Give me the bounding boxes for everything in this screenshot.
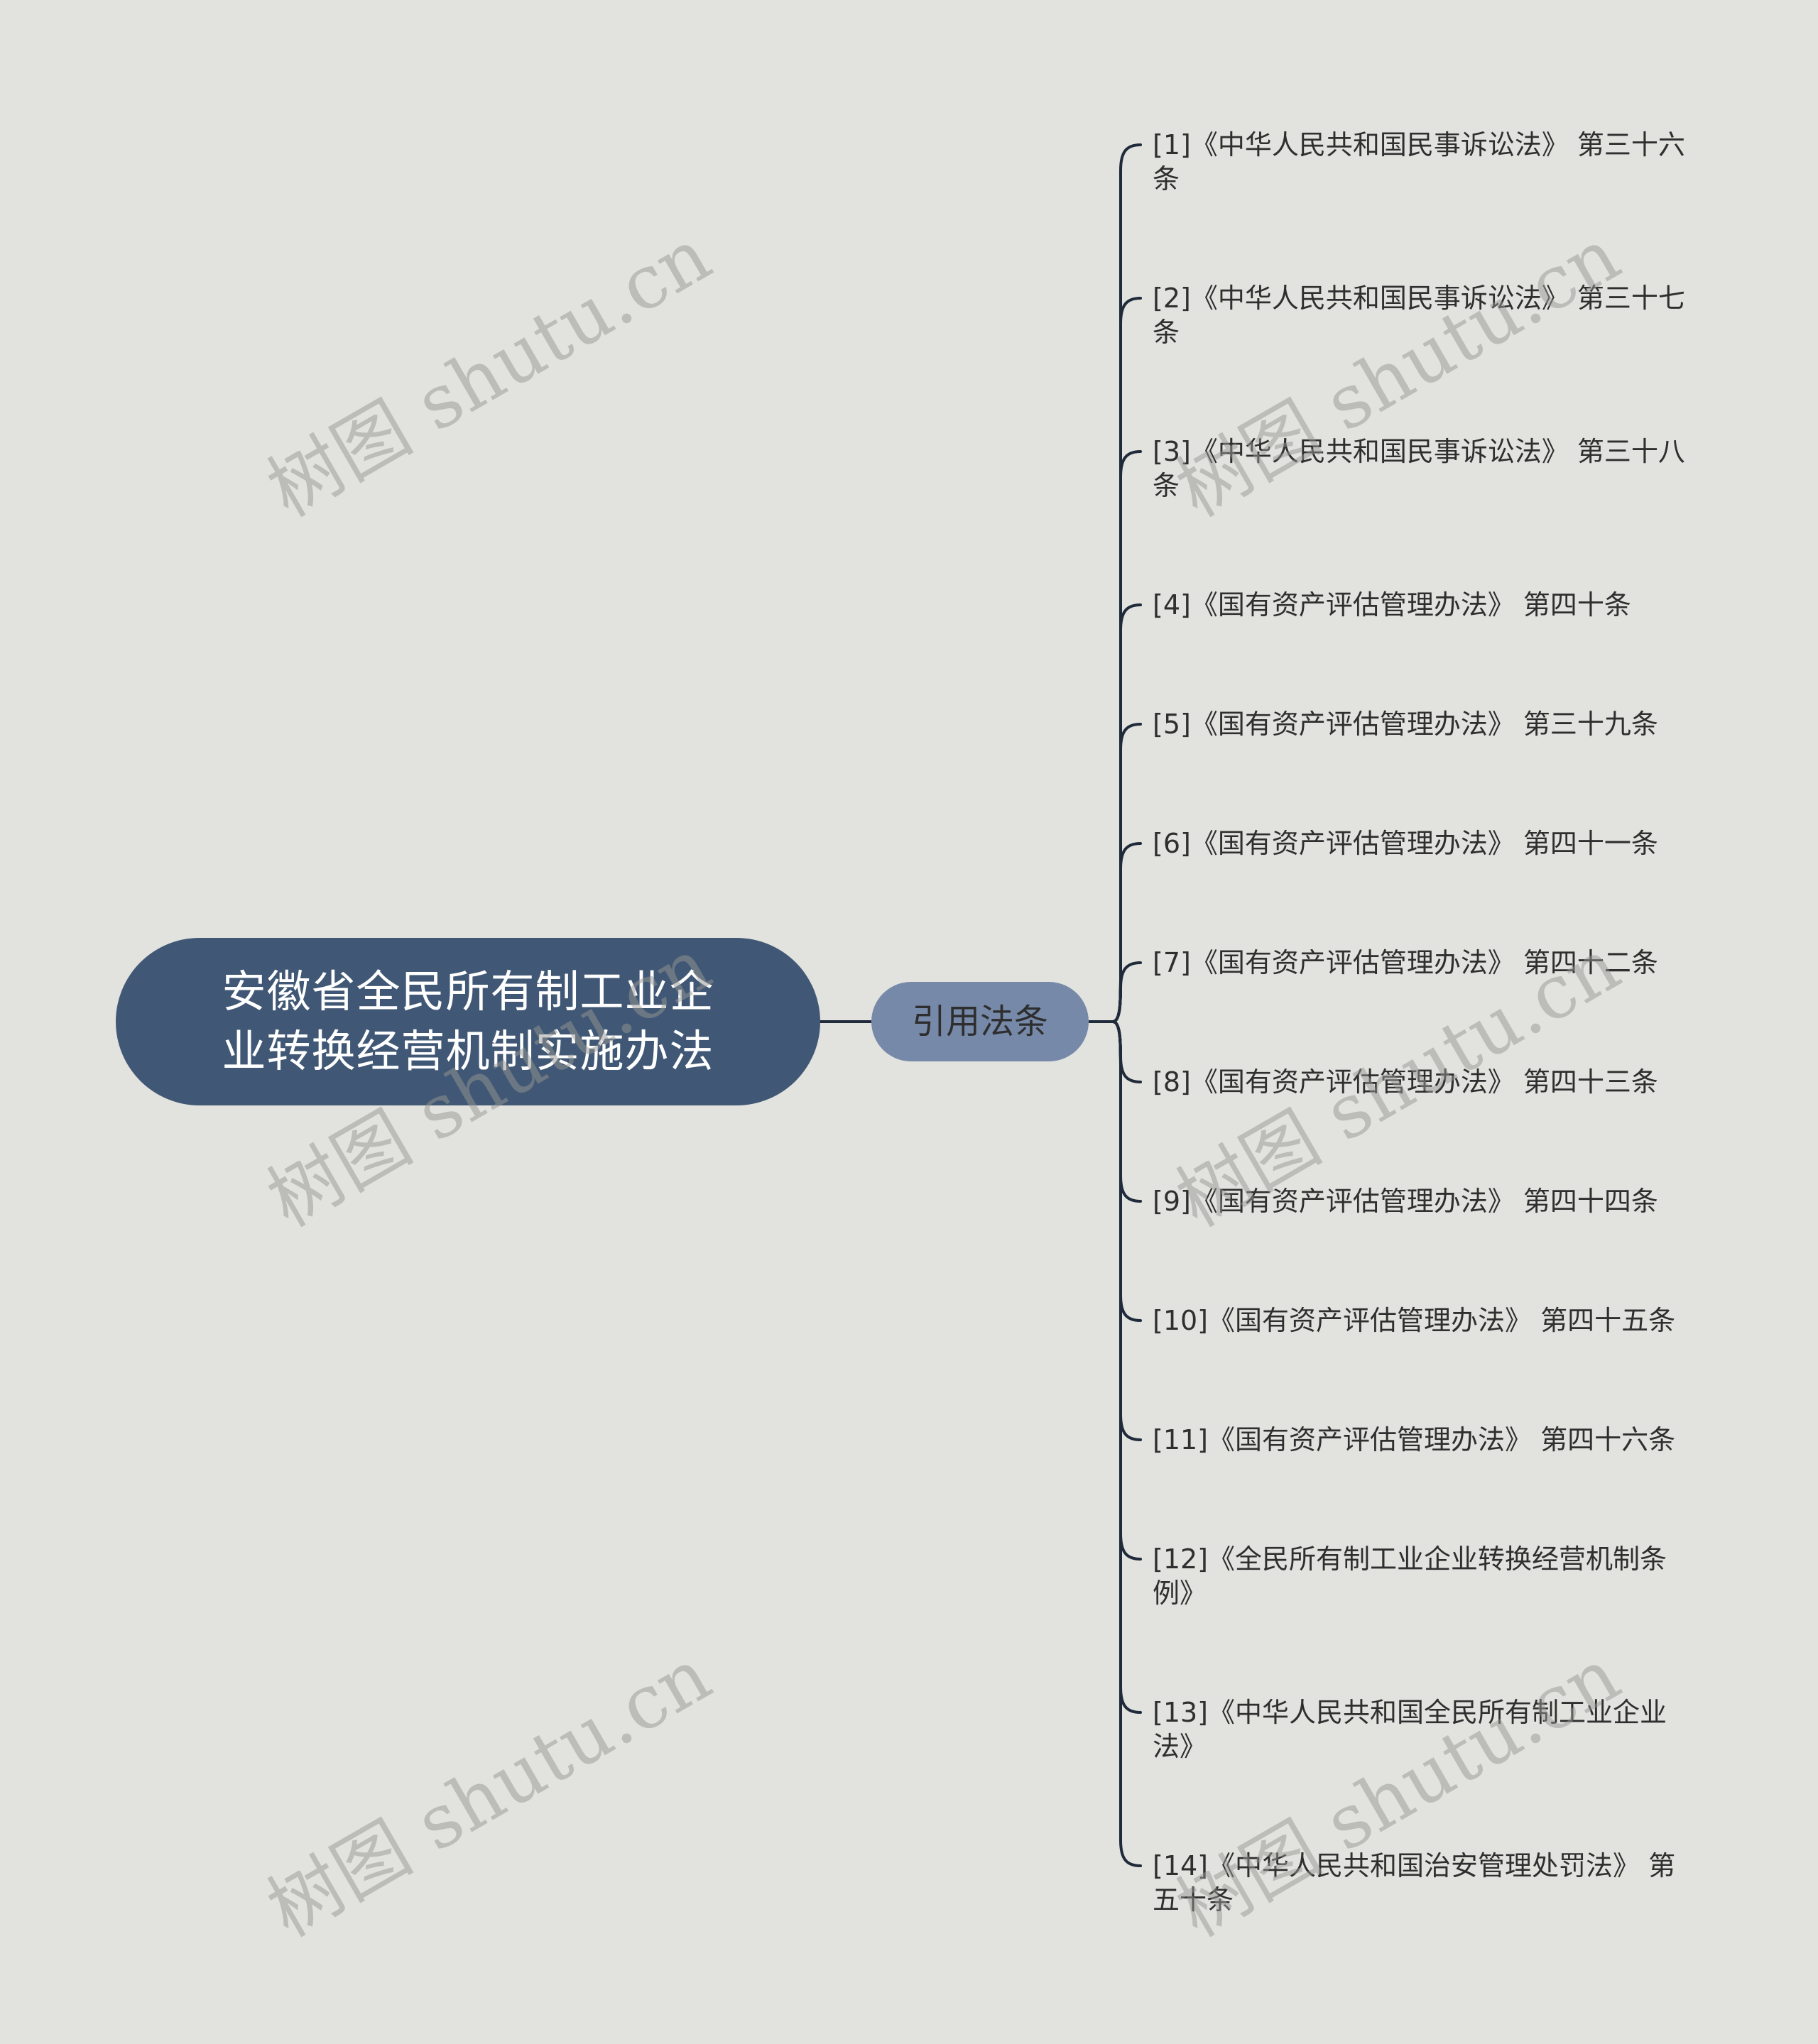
leaf-connector-9 [1111, 1020, 1142, 1203]
leaf-node-12[interactable]: [12]《全民所有制工业企业转换经营机制条例》 [1153, 1543, 1667, 1609]
leaf-connectors [1111, 143, 1142, 1867]
leaf-connector-10 [1111, 1020, 1142, 1322]
leaf-node-11[interactable]: [11]《国有资产评估管理办法》 第四十六条 [1153, 1424, 1676, 1455]
leaf-connector-2 [1111, 297, 1142, 1023]
leaf-node-3[interactable]: [3]《中华人民共和国民事诉讼法》 第三十八条 [1153, 436, 1685, 501]
leaf-connector-12 [1111, 1020, 1142, 1561]
leaf-node-4[interactable]: [4]《国有资产评估管理办法》 第四十条 [1153, 589, 1631, 621]
leaf-node-6[interactable]: [6]《国有资产评估管理办法》 第四十一条 [1153, 828, 1658, 859]
leaf-connector-11 [1111, 1020, 1142, 1441]
leaf-connector-1 [1111, 143, 1142, 1023]
leaf-node-8[interactable]: [8]《国有资产评估管理办法》 第四十三条 [1153, 1066, 1658, 1098]
leaf-connector-8 [1111, 1020, 1142, 1083]
leaf-connector-5 [1111, 723, 1142, 1023]
leaf-connector-4 [1111, 603, 1142, 1023]
leaf-node-1[interactable]: [1]《中华人民共和国民事诉讼法》 第三十六条 [1153, 129, 1685, 195]
leaf-node-13[interactable]: [13]《中华人民共和国全民所有制工业企业法》 [1153, 1697, 1667, 1762]
leaf-connector-3 [1111, 450, 1142, 1023]
leaf-node-9[interactable]: [9]《国有资产评估管理办法》 第四十四条 [1153, 1186, 1658, 1217]
leaf-connector-13 [1111, 1020, 1142, 1714]
leaf-node-10[interactable]: [10]《国有资产评估管理办法》 第四十五条 [1153, 1305, 1676, 1336]
root-topic-label: 安徽省全民所有制工业企业转换经营机制实施办法 [222, 966, 714, 1077]
leaf-connector-7 [1111, 961, 1142, 1023]
leaf-node-2[interactable]: [2]《中华人民共和国民事诉讼法》 第三十七条 [1153, 283, 1685, 348]
branch-node-cited-laws[interactable]: 引用法条 [871, 982, 1089, 1061]
leaf-node-7[interactable]: [7]《国有资产评估管理办法》 第四十二条 [1153, 947, 1658, 978]
leaf-node-5[interactable]: [5]《国有资产评估管理办法》 第三十九条 [1153, 709, 1658, 740]
leaf-connector-14 [1111, 1020, 1142, 1867]
leaf-node-14[interactable]: [14]《中华人民共和国治安管理处罚法》 第五十条 [1153, 1850, 1676, 1915]
root-topic-node[interactable]: 安徽省全民所有制工业企业转换经营机制实施办法 [116, 938, 820, 1105]
leaf-connector-6 [1111, 842, 1142, 1023]
branch-node-label: 引用法条 [911, 1002, 1048, 1042]
